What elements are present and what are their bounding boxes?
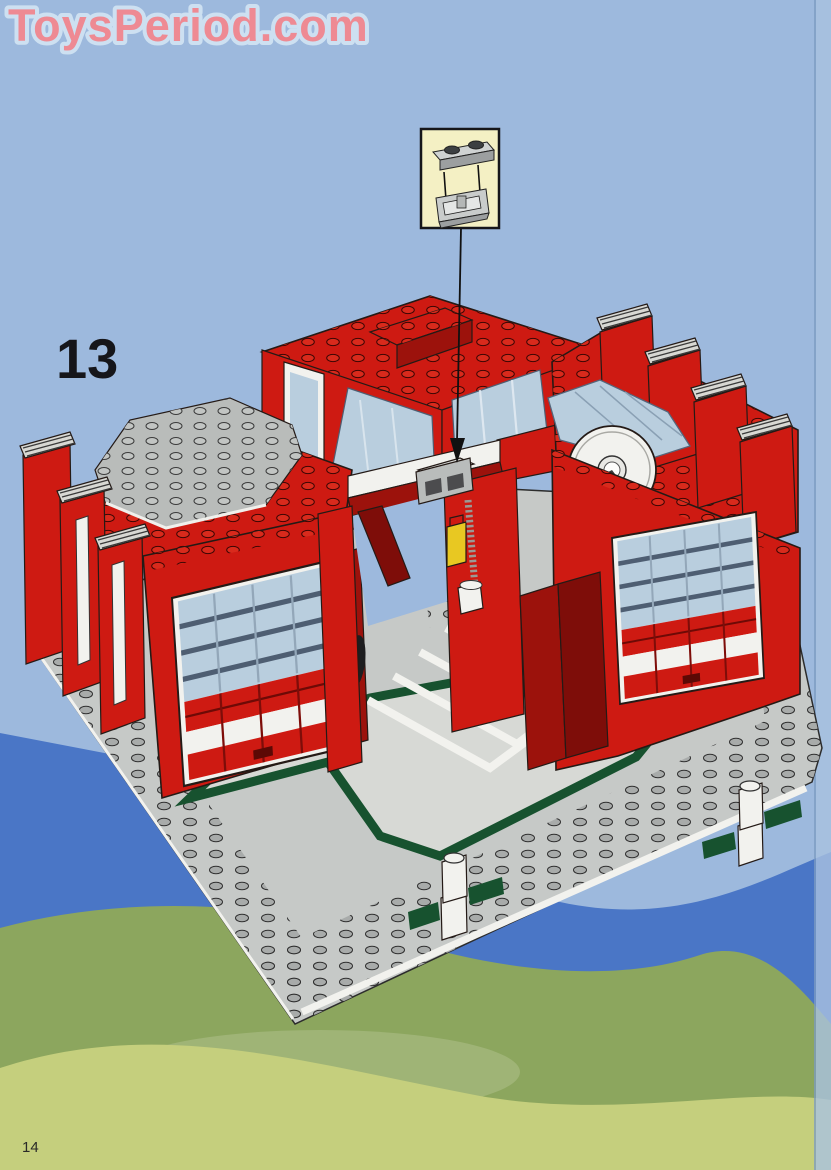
callout-plate-piece [432, 140, 495, 171]
slit-window-2 [111, 560, 127, 706]
placement-arrow-down-icon [450, 438, 465, 463]
wall-top-studs [143, 512, 346, 572]
stud-band-front [263, 714, 812, 1024]
corner-posts [408, 780, 802, 941]
arch-pillar-left [317, 505, 363, 773]
watermark: ToysPeriod.com [8, 0, 369, 51]
page-number: 14 [22, 1139, 39, 1156]
callout-container-piece [435, 188, 490, 229]
page-edge [816, 0, 831, 1170]
callout-arrows [443, 164, 481, 201]
leader-line [456, 227, 462, 443]
right-corner-pillar-2 [557, 571, 609, 759]
left-end-columns [19, 431, 151, 735]
support-strut [357, 505, 411, 587]
left-garage-door [172, 560, 344, 786]
arch-pillar-right [443, 467, 525, 733]
hose-nozzle [457, 580, 484, 615]
edge-highlight-left [36, 652, 295, 1020]
part-callout [419, 127, 501, 463]
loudspeaker-part [415, 457, 476, 505]
hill-front [0, 1044, 831, 1170]
plate-edge-highlight [105, 501, 267, 530]
right-garage-door [612, 512, 764, 704]
fire-extinguisher [446, 514, 467, 568]
right-wing [519, 303, 800, 770]
post-front [408, 852, 504, 941]
front-white-stripe [300, 784, 808, 1016]
step-number: 13 [56, 327, 118, 390]
slit-window-1 [75, 515, 91, 666]
post-right [702, 780, 802, 867]
left-wing [19, 397, 368, 798]
